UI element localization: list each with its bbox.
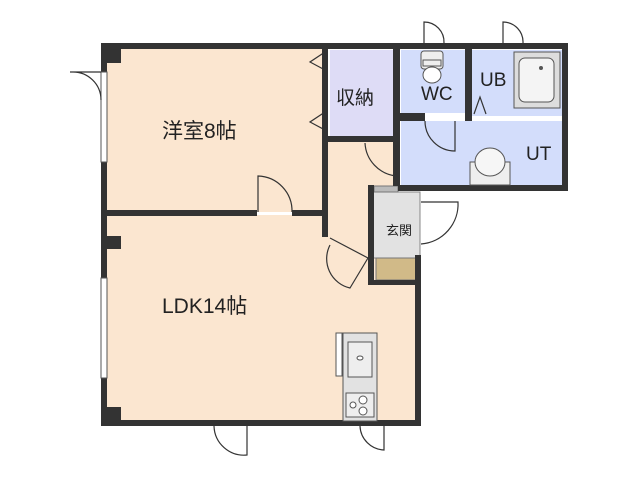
kitchen-counter bbox=[335, 332, 378, 422]
western-room-label: 洋室8帖 bbox=[162, 120, 237, 143]
bathtub-icon bbox=[513, 51, 561, 109]
bath-fold-door bbox=[473, 95, 487, 115]
entrance-floor bbox=[372, 191, 421, 259]
utility-label: UT bbox=[526, 144, 552, 165]
entrance-cabinet bbox=[373, 185, 399, 193]
western-window-swing bbox=[70, 71, 102, 101]
walls bbox=[101, 43, 568, 426]
storage-label: 収納 bbox=[336, 87, 374, 109]
washing-machine-icon bbox=[469, 147, 511, 186]
storage-folding-door bbox=[308, 51, 326, 131]
western-room-floor bbox=[107, 49, 325, 212]
ldk-bottom-door bbox=[213, 425, 248, 456]
wc-window-door bbox=[423, 21, 445, 44]
door-swings bbox=[70, 21, 524, 456]
western-room-door bbox=[257, 175, 293, 213]
toilet-icon bbox=[420, 50, 444, 84]
kitchen-door bbox=[359, 425, 385, 451]
ldk-label: LDK14帖 bbox=[162, 295, 247, 318]
wc-label: WC bbox=[421, 84, 453, 105]
shoe-box bbox=[375, 257, 419, 281]
wc-door bbox=[424, 120, 456, 152]
entrance-label: 玄関 bbox=[386, 223, 412, 238]
storage-floor bbox=[330, 50, 393, 136]
bath-window-door bbox=[502, 21, 524, 44]
windows bbox=[100, 71, 108, 379]
ldk-door bbox=[326, 237, 369, 289]
entrance-door bbox=[420, 201, 459, 245]
unit-bath-label: UB bbox=[480, 70, 506, 91]
utility-door bbox=[364, 142, 397, 177]
